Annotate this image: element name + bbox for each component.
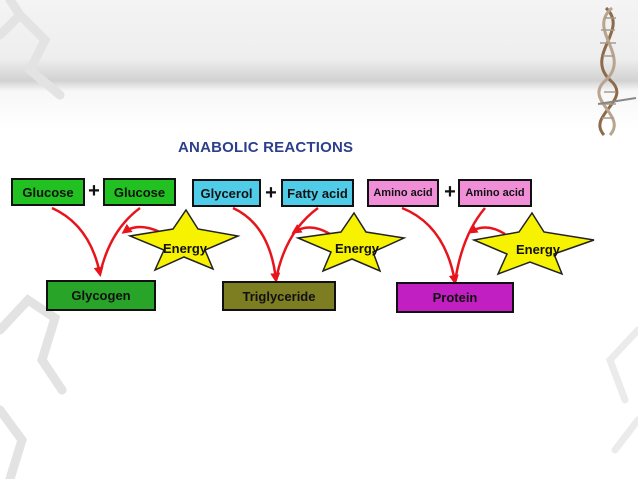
reactant-glycerol: Glycerol xyxy=(192,179,261,207)
product-glycogen: Glycogen xyxy=(46,280,156,311)
energy-label-2: Energy xyxy=(334,241,380,256)
reactant-amino-acid-2: Amino acid xyxy=(458,179,532,207)
arrow-glycerol-to-triglyceride xyxy=(232,206,281,283)
reactant-glucose: Glucose xyxy=(11,178,85,206)
page-title: ANABOLIC REACTIONS xyxy=(178,139,354,156)
arrow-energy-3 xyxy=(467,224,506,236)
arrow-aminoacid-to-protein xyxy=(401,206,459,285)
molecule-decoration-left xyxy=(0,0,67,479)
energy-star-2 xyxy=(295,211,407,273)
header-band xyxy=(0,0,638,130)
energy-star-1 xyxy=(127,208,241,272)
energy-label-3: Energy xyxy=(515,242,561,257)
arrow-energy-1 xyxy=(121,223,161,234)
reactant-amino-acid: Amino acid xyxy=(367,179,439,207)
reactant-fatty-acid: Fatty acid xyxy=(281,179,354,207)
plus-sign: + xyxy=(88,180,100,202)
dna-icon xyxy=(597,6,637,137)
energy-star-3 xyxy=(471,211,595,276)
plus-sign: + xyxy=(265,182,277,204)
arrow-glucose-to-glycogen xyxy=(51,206,104,277)
product-protein: Protein xyxy=(396,282,514,313)
arrow-aminoacid2-to-protein xyxy=(453,207,486,283)
energy-label-1: Energy xyxy=(162,241,208,256)
product-triglyceride: Triglyceride xyxy=(222,281,336,311)
molecule-decoration-right xyxy=(605,326,638,454)
reactant-glucose-2: Glucose xyxy=(103,178,176,206)
arrow-energy-2 xyxy=(291,224,331,236)
arrow-fattyacid-to-triglyceride xyxy=(274,206,319,281)
plus-sign: + xyxy=(444,181,456,203)
arrow-glucose2-to-glycogen xyxy=(98,206,141,275)
